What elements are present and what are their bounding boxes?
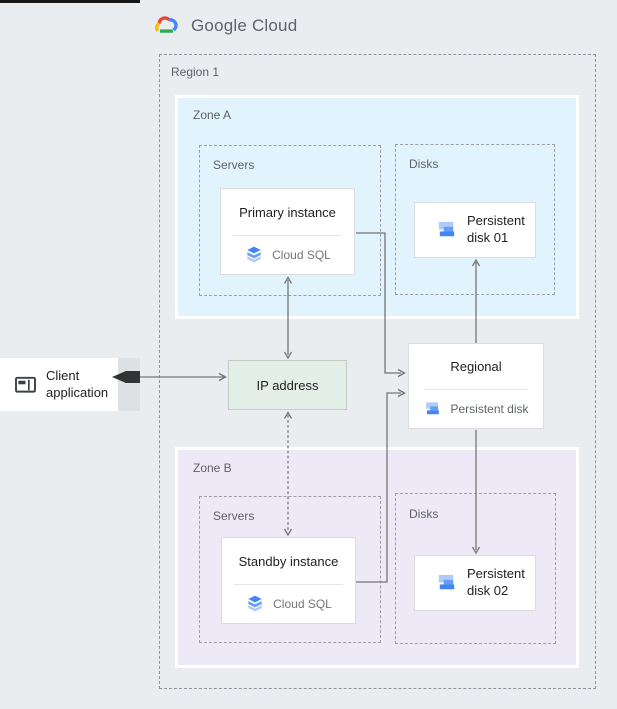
google-cloud-logo: Google Cloud bbox=[152, 15, 297, 37]
logo-text: Google Cloud bbox=[187, 16, 297, 36]
persistent-disk-icon bbox=[438, 221, 455, 236]
zone-b-disks-label: Disks bbox=[409, 507, 439, 521]
zone-a-servers-group bbox=[199, 145, 381, 296]
client-application-label: Client application bbox=[46, 367, 109, 400]
region-1-container bbox=[159, 54, 596, 689]
zone-a-label: Zone A bbox=[193, 108, 232, 122]
google-cloud-icon bbox=[155, 16, 178, 33]
card-divider bbox=[424, 389, 528, 390]
persistent-disk-icon bbox=[438, 574, 455, 589]
cloud-sql-icon bbox=[248, 595, 262, 612]
regional-product-label: Persistent disk bbox=[450, 402, 529, 416]
regional-disk-card: Regional Persistent disk bbox=[408, 343, 544, 429]
persistent-disk-icon bbox=[426, 401, 440, 414]
zone-a-servers-label: Servers bbox=[213, 158, 255, 172]
zone-b-label: Zone B bbox=[193, 461, 232, 475]
cloud-sql-icon bbox=[247, 246, 261, 263]
card-divider bbox=[234, 584, 343, 585]
zone-b-servers-label: Servers bbox=[213, 509, 255, 523]
persistent-disk-01-label: Persistent disk 01 bbox=[467, 213, 525, 245]
standby-instance-title: Standby instance bbox=[238, 553, 339, 569]
logo-label: Google Cloud bbox=[191, 16, 298, 35]
standby-instance-card: Standby instance Cloud SQL bbox=[221, 537, 356, 624]
ip-address-card: IP address bbox=[228, 360, 347, 410]
regional-title: Regional bbox=[450, 359, 502, 374]
primary-product-label: Cloud SQL bbox=[272, 248, 331, 262]
window-edge-bar bbox=[0, 0, 140, 3]
primary-instance-title: Primary instance bbox=[239, 204, 336, 220]
persistent-disk-01-card: Persistent disk 01 bbox=[414, 202, 536, 258]
persistent-disk-02-label: Persistent disk 02 bbox=[467, 566, 525, 598]
client-application-icon bbox=[15, 376, 36, 393]
zone-a-disks-group bbox=[395, 144, 555, 295]
primary-instance-card: Primary instance Cloud SQL bbox=[220, 188, 355, 275]
region-1-label: Region 1 bbox=[171, 65, 220, 79]
client-application-card: Client application bbox=[0, 358, 118, 411]
standby-product-label: Cloud SQL bbox=[273, 597, 332, 611]
card-divider bbox=[233, 235, 342, 236]
client-card-edge-strip bbox=[118, 358, 140, 411]
ip-address-label: IP address bbox=[256, 377, 319, 393]
zone-a-disks-label: Disks bbox=[409, 157, 439, 171]
persistent-disk-02-card: Persistent disk 02 bbox=[414, 555, 536, 611]
